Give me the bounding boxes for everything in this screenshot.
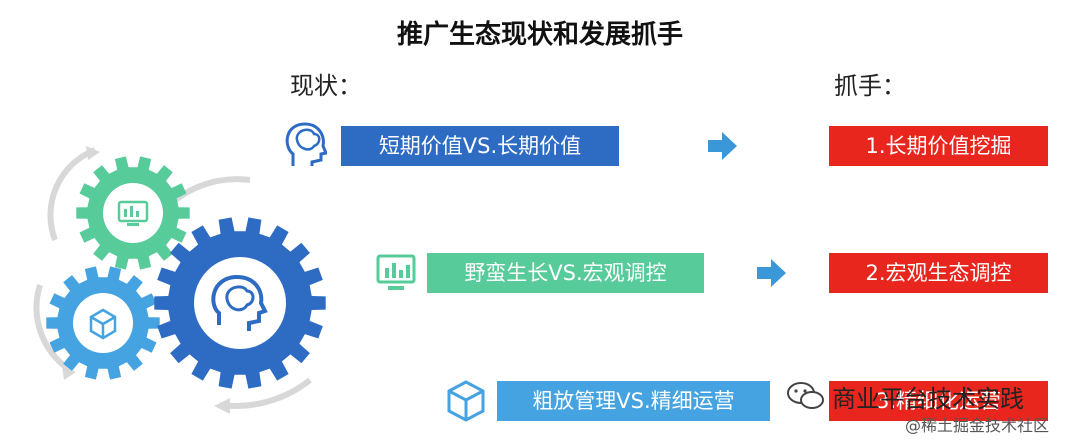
arc-arrow-head <box>62 366 76 380</box>
monitor-chart-icon <box>376 254 416 290</box>
rotation-arc <box>47 147 97 242</box>
gear-cluster <box>33 146 326 414</box>
action-box-2: 2.宏观生态调控 <box>829 253 1048 293</box>
box-icon <box>89 308 117 340</box>
action-box-3: 3.精细化运营 <box>829 381 1048 421</box>
status-header: 现状： <box>290 72 362 100</box>
brain-head-icon <box>285 122 327 166</box>
brain-head-icon <box>211 274 268 331</box>
gear-hub <box>194 257 286 349</box>
right-arrow-icon <box>757 259 786 287</box>
rotation-arc <box>33 284 72 373</box>
monitor-chart-icon <box>117 200 149 226</box>
wechat-icon <box>787 382 824 409</box>
box-icon <box>447 380 485 422</box>
status-box-3: 粗放管理VS.精细运营 <box>497 381 770 421</box>
action-box-1: 1.长期价值挖掘 <box>829 126 1048 166</box>
action-header: 抓手： <box>834 72 906 100</box>
watermark-title: 商业平台技术实践 <box>832 385 1024 413</box>
blue-gear <box>154 217 326 389</box>
rotation-arc <box>219 377 312 409</box>
arc-arrow-head <box>86 146 100 160</box>
watermark-source: @稀土掘金技术社区 <box>905 416 1050 435</box>
status-box-2: 野蛮生长VS.宏观调控 <box>427 253 704 293</box>
diagram-title: 推广生态现状和发展抓手 <box>396 20 683 50</box>
status-box-1: 短期价值VS.长期价值 <box>341 126 619 166</box>
arc-arrow-head <box>214 398 230 414</box>
right-arrow-icon <box>708 132 737 160</box>
